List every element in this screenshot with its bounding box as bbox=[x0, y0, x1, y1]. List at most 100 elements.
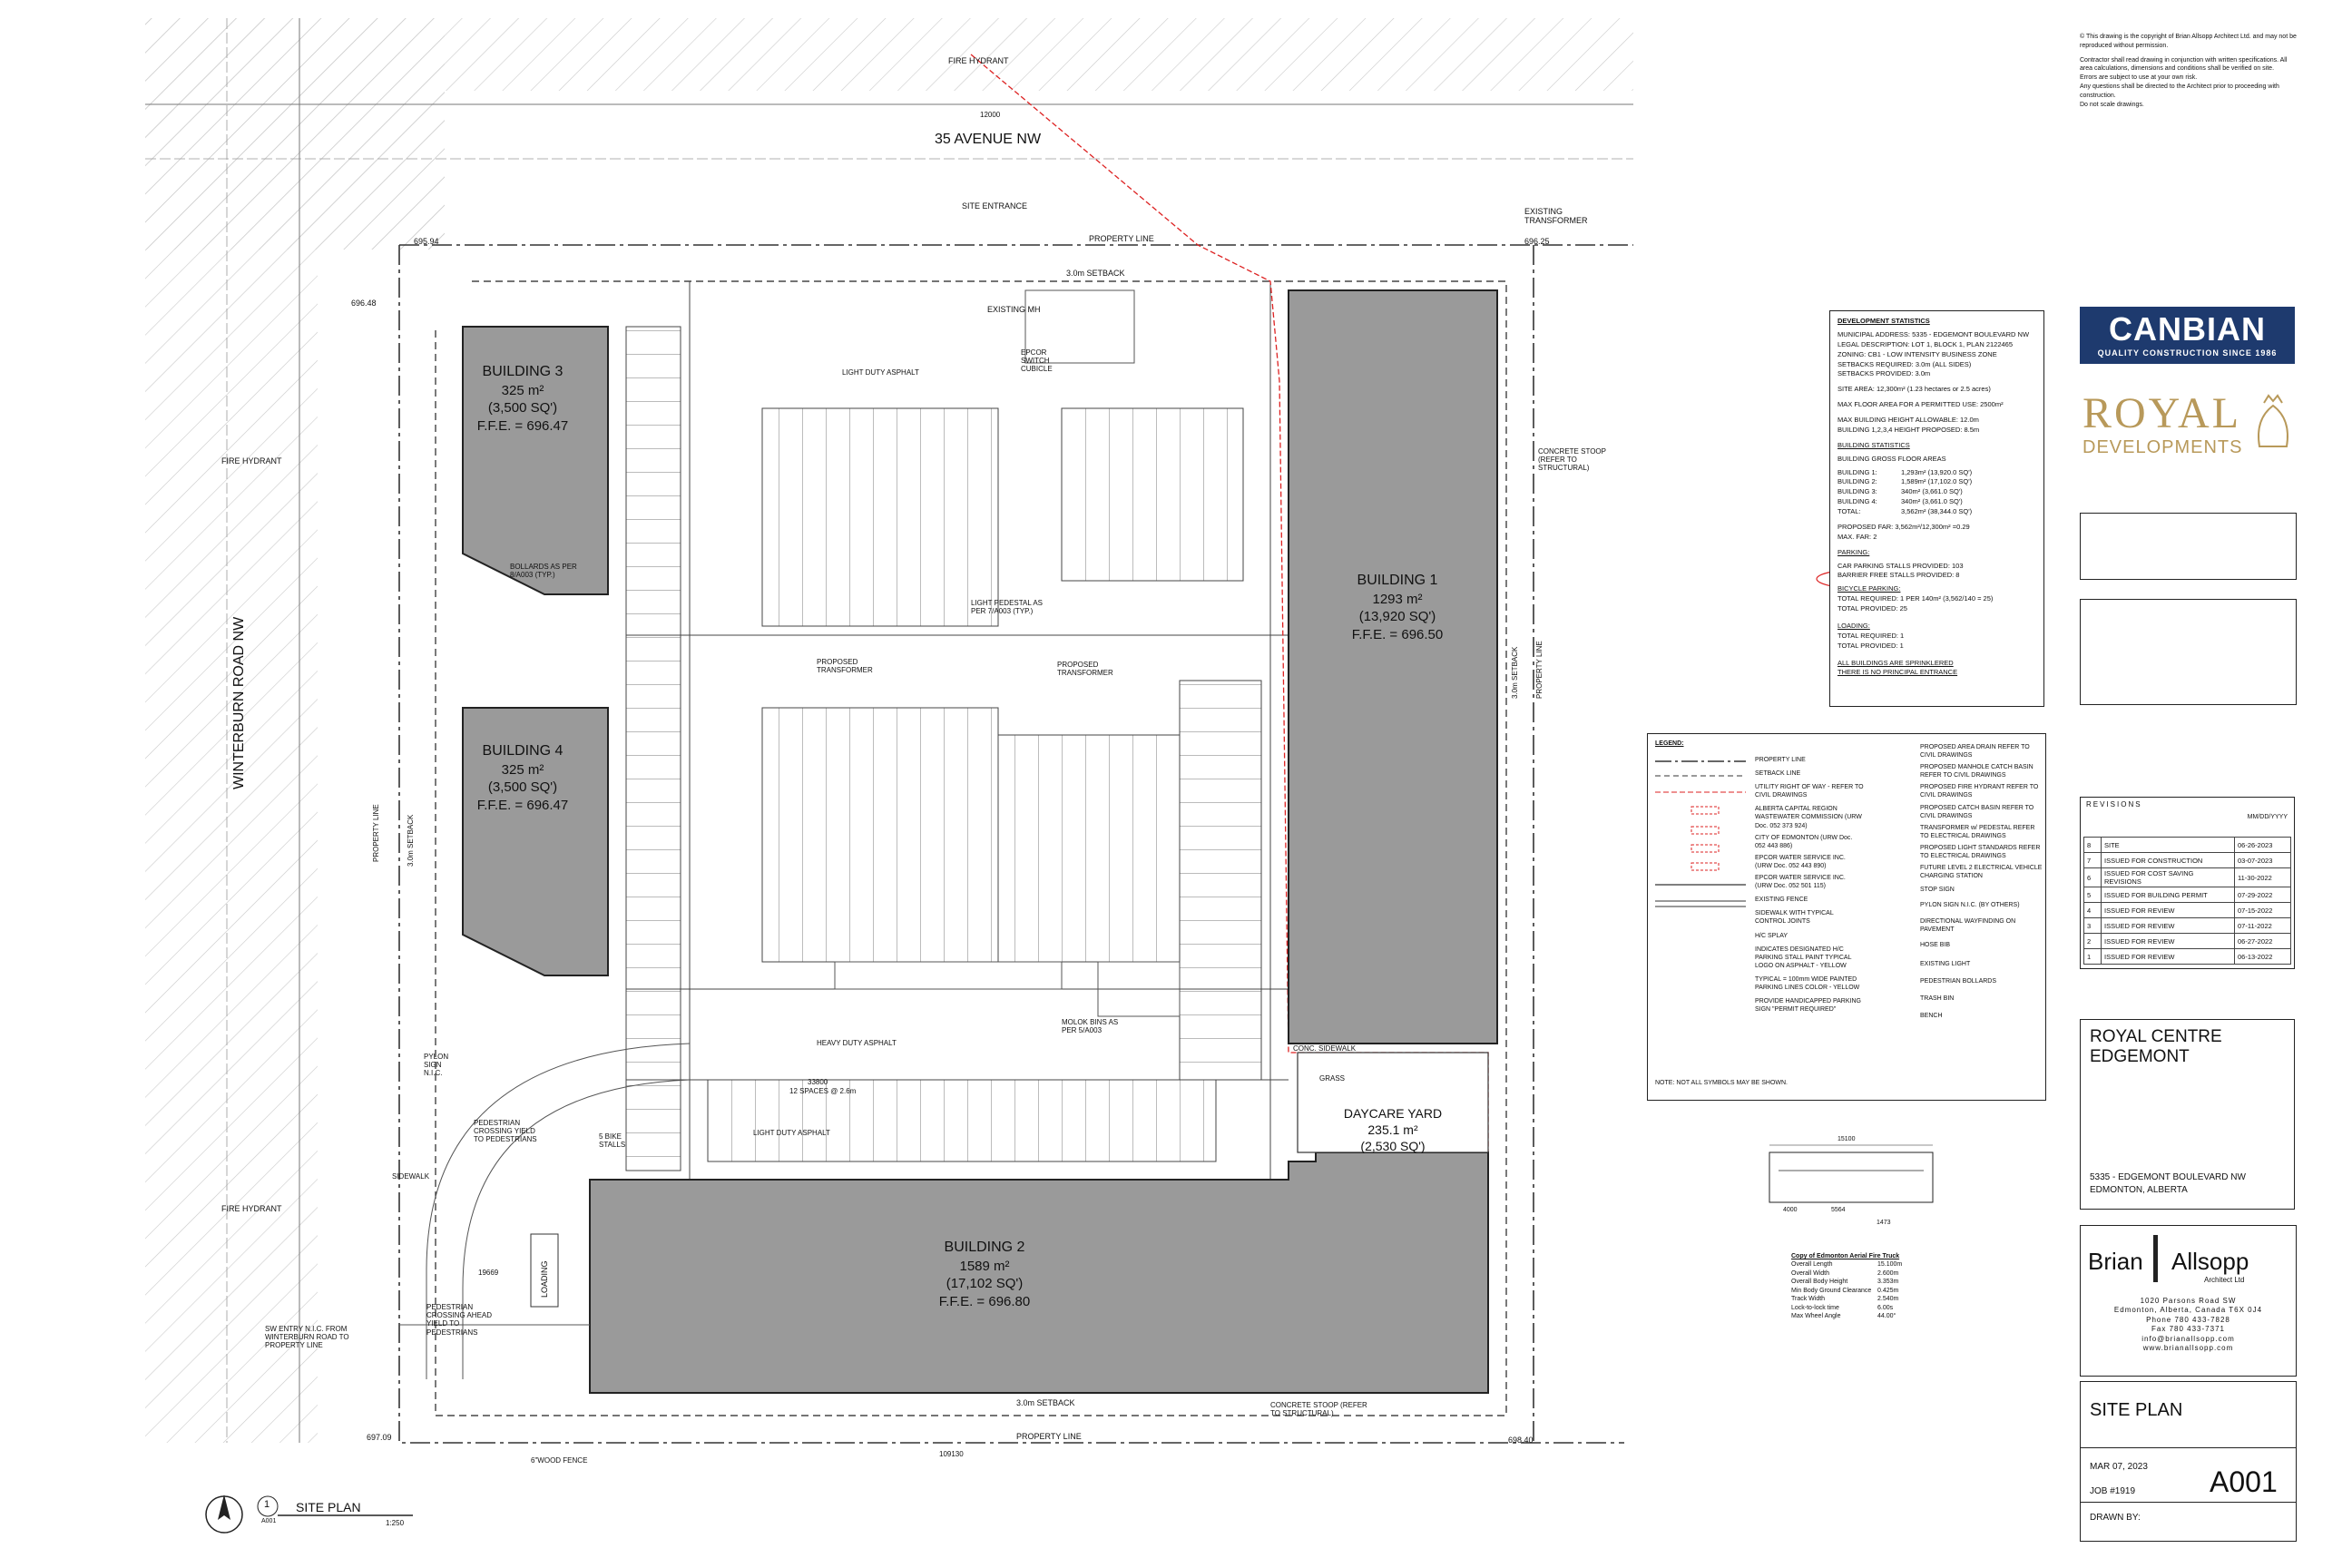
rev-date: 03-07-2023 bbox=[2234, 852, 2291, 868]
proposed-transformer-label: PROPOSED TRANSFORMER bbox=[1057, 661, 1113, 678]
gfa-value: 340m² (3,661.0 SQ') bbox=[1901, 497, 1963, 506]
dev-stat-row: MAX FLOOR AREA FOR A PERMITTED USE: 2500… bbox=[1838, 400, 2036, 410]
fire-hydrant-label: FIRE HYDRANT bbox=[221, 456, 282, 466]
spec-value: 6.00s bbox=[1877, 1304, 1894, 1311]
stat-value: 3.0m (ALL SIDES) bbox=[1915, 359, 1972, 368]
spec-value: 2.540m bbox=[1877, 1296, 1899, 1303]
property-line-east: PROPERTY LINE bbox=[1535, 641, 1544, 699]
stat-key: SETBACKS PROVIDED: bbox=[1838, 369, 1914, 378]
rev-no: 1 bbox=[2083, 948, 2102, 965]
blank-box bbox=[2080, 599, 2297, 705]
gfa-key: BUILDING 4: bbox=[1838, 497, 1877, 506]
existing-transformer-label: EXISTING TRANSFORMER bbox=[1524, 207, 1588, 226]
stat-key: LEGAL DESCRIPTION: bbox=[1838, 339, 1910, 348]
gfa-heading: BUILDING GROSS FLOOR AREAS bbox=[1838, 454, 1946, 463]
dimension-label: 12000 bbox=[980, 111, 1001, 119]
stat-value: 5335 - EDGEMONT BOULEVARD NW bbox=[1912, 329, 2030, 338]
legend-item: DIRECTIONAL WAYFINDING ON PAVEMENT bbox=[1920, 917, 2016, 933]
street-name-north: 35 AVENUE NW bbox=[935, 132, 1042, 147]
legend-item: SIDEWALK WITH TYPICAL CONTROL JOINTS bbox=[1755, 910, 1834, 926]
daycare-area: 235.1 m² bbox=[1367, 1122, 1418, 1138]
rev-desc: ISSUED FOR REVIEW bbox=[2101, 917, 2235, 934]
property-line-west: PROPERTY LINE bbox=[372, 804, 380, 862]
spec-key: Overall Width bbox=[1791, 1269, 1830, 1277]
legend-item: SETBACK LINE bbox=[1755, 770, 1801, 778]
gfa-key: BUILDING 3: bbox=[1838, 487, 1877, 496]
project-name-line1: ROYAL CENTRE bbox=[2090, 1027, 2222, 1046]
building-sqft: (17,102 SQ') bbox=[946, 1276, 1024, 1292]
stat-value: LOT 1, BLOCK 1, PLAN 2122465 bbox=[1911, 339, 2014, 348]
building-name: BUILDING 3 bbox=[482, 364, 564, 379]
architect-last: Allsopp bbox=[2171, 1248, 2249, 1275]
building-4-footprint bbox=[462, 707, 609, 976]
bicycle-line: TOTAL REQUIRED: 1 PER 140m² (3,562/140 =… bbox=[1838, 594, 1994, 603]
rev-date: 07-15-2022 bbox=[2234, 902, 2291, 918]
dev-stat-row: BUILDING 1,2,3,4 HEIGHT PROPOSED: 8.5m bbox=[1838, 426, 2036, 436]
dev-stat-row: LEGAL DESCRIPTION: LOT 1, BLOCK 1, PLAN … bbox=[1838, 340, 2036, 350]
gfa-value: 1,589m² (17,102.0 SQ') bbox=[1901, 477, 1973, 486]
project-panel: ROYAL CENTRE EDGEMONT 5335 - EDGEMONT BO… bbox=[2080, 1019, 2295, 1210]
copyright-note: © This drawing is the copyright of Brian… bbox=[2080, 34, 2297, 49]
building-2-label: BUILDING 2 1589 m² (17,102 SQ') F.F.E. =… bbox=[907, 1239, 1062, 1310]
dev-note: ALL BUILDINGS ARE SPRINKLERED bbox=[1838, 658, 1954, 667]
dev-note: THERE IS NO PRINCIPAL ENTRANCE bbox=[1838, 668, 1958, 677]
loading-line: TOTAL REQUIRED: 1 bbox=[1838, 631, 1905, 640]
rev-no: 7 bbox=[2083, 852, 2102, 868]
building-1-footprint bbox=[1288, 289, 1498, 1044]
loading-label: LOADING bbox=[540, 1260, 549, 1298]
building-name: BUILDING 2 bbox=[944, 1240, 1025, 1255]
rev-no: 5 bbox=[2083, 887, 2102, 903]
architect-address: 1020 Parsons Road SW Edmonton, Alberta, … bbox=[2081, 1297, 2296, 1353]
stat-value: 12,300m² (1.23 hectares or 2.5 acres) bbox=[1876, 385, 1991, 394]
project-address-line1: 5335 - EDGEMONT BOULEVARD NW bbox=[2090, 1172, 2246, 1182]
dev-stat-row: MUNICIPAL ADDRESS: 5335 - EDGEMONT BOULE… bbox=[1838, 330, 2036, 340]
building-3-footprint bbox=[462, 326, 609, 595]
bicycle-heading: BICYCLE PARKING: bbox=[1838, 584, 1901, 593]
legend-item: PROPOSED LIGHT STANDARDS REFER TO ELECTR… bbox=[1920, 844, 2041, 860]
architect-logo-bar bbox=[2153, 1235, 2158, 1282]
stat-key: SETBACKS REQUIRED: bbox=[1838, 359, 1914, 368]
building-1-label: BUILDING 1 1293 m² (13,920 SQ') F.F.E. =… bbox=[1325, 572, 1470, 643]
legend-item: EPCOR WATER SERVICE INC. (URW Doc. 052 5… bbox=[1755, 875, 1846, 890]
building-3-label: BUILDING 3 325 m² (3,500 SQ') F.F.E. = 6… bbox=[461, 363, 584, 435]
legend-item: FUTURE LEVEL 2 ELECTRICAL VEHICLE CHARGI… bbox=[1920, 865, 2043, 880]
rev-date: 06-26-2023 bbox=[2234, 837, 2291, 853]
legend-item: EXISTING FENCE bbox=[1755, 897, 1808, 904]
legend-item: PYLON SIGN N.I.C. (BY OTHERS) bbox=[1920, 902, 2020, 909]
molok-label: MOLOK BINS AS PER 5/A003 bbox=[1062, 1018, 1119, 1035]
legend-item: EXISTING LIGHT bbox=[1920, 960, 1971, 967]
setback-line bbox=[435, 280, 1507, 1416]
conc-sidewalk-label: CONC. SIDEWALK bbox=[1293, 1044, 1357, 1053]
sheet-number: A001 bbox=[2210, 1465, 2278, 1498]
rev-desc: ISSUED FOR COST SAVING REVISIONS bbox=[2101, 867, 2235, 887]
proposed-transformer-label: PROPOSED TRANSFORMER bbox=[817, 658, 873, 675]
building-4-label: BUILDING 4 325 m² (3,500 SQ') F.F.E. = 6… bbox=[461, 742, 584, 814]
far-value: 3,562m²/12,300m² =0.29 bbox=[1895, 522, 1970, 531]
fire-hydrant-label: FIRE HYDRANT bbox=[221, 1204, 282, 1213]
sheet-job: JOB #1919 bbox=[2090, 1486, 2136, 1496]
building-ffe: F.F.E. = 696.80 bbox=[938, 1293, 1031, 1309]
revisions-header: REVISIONS bbox=[2083, 800, 2291, 808]
gfa-key: TOTAL: bbox=[1838, 507, 1861, 515]
dev-stat-row: SITE AREA: 12,300m² (1.23 hectares or 2.… bbox=[1838, 385, 2036, 395]
stat-value: 12.0m bbox=[1960, 416, 1979, 424]
legend-item: STOP SIGN bbox=[1920, 887, 1955, 894]
dev-stat-row: SETBACKS REQUIRED: 3.0m (ALL SIDES) bbox=[1838, 360, 2036, 370]
dimension-label: 19669 bbox=[478, 1269, 499, 1277]
rev-desc: ISSUED FOR REVIEW bbox=[2101, 948, 2235, 965]
legend-item: PROPOSED CATCH BASIN REFER TO CIVIL DRAW… bbox=[1920, 804, 2034, 819]
concrete-stoop-label: CONCRETE STOOP (REFER TO STRUCTURAL) bbox=[1270, 1401, 1367, 1418]
stat-key: ZONING: bbox=[1838, 349, 1867, 358]
building-area: 1589 m² bbox=[959, 1258, 1010, 1274]
building-area: 325 m² bbox=[501, 761, 544, 778]
legend-item: EPCOR WATER SERVICE INC. (URW Doc. 052 4… bbox=[1755, 854, 1846, 869]
architect-addr-line: Edmonton, Alberta, Canada T6X 0J4 bbox=[2113, 1306, 2263, 1315]
elevation-label: 697.09 bbox=[367, 1433, 392, 1442]
rev-desc: ISSUED FOR REVIEW bbox=[2101, 902, 2235, 918]
wood-fence-label: 6"WOOD FENCE bbox=[531, 1456, 588, 1465]
